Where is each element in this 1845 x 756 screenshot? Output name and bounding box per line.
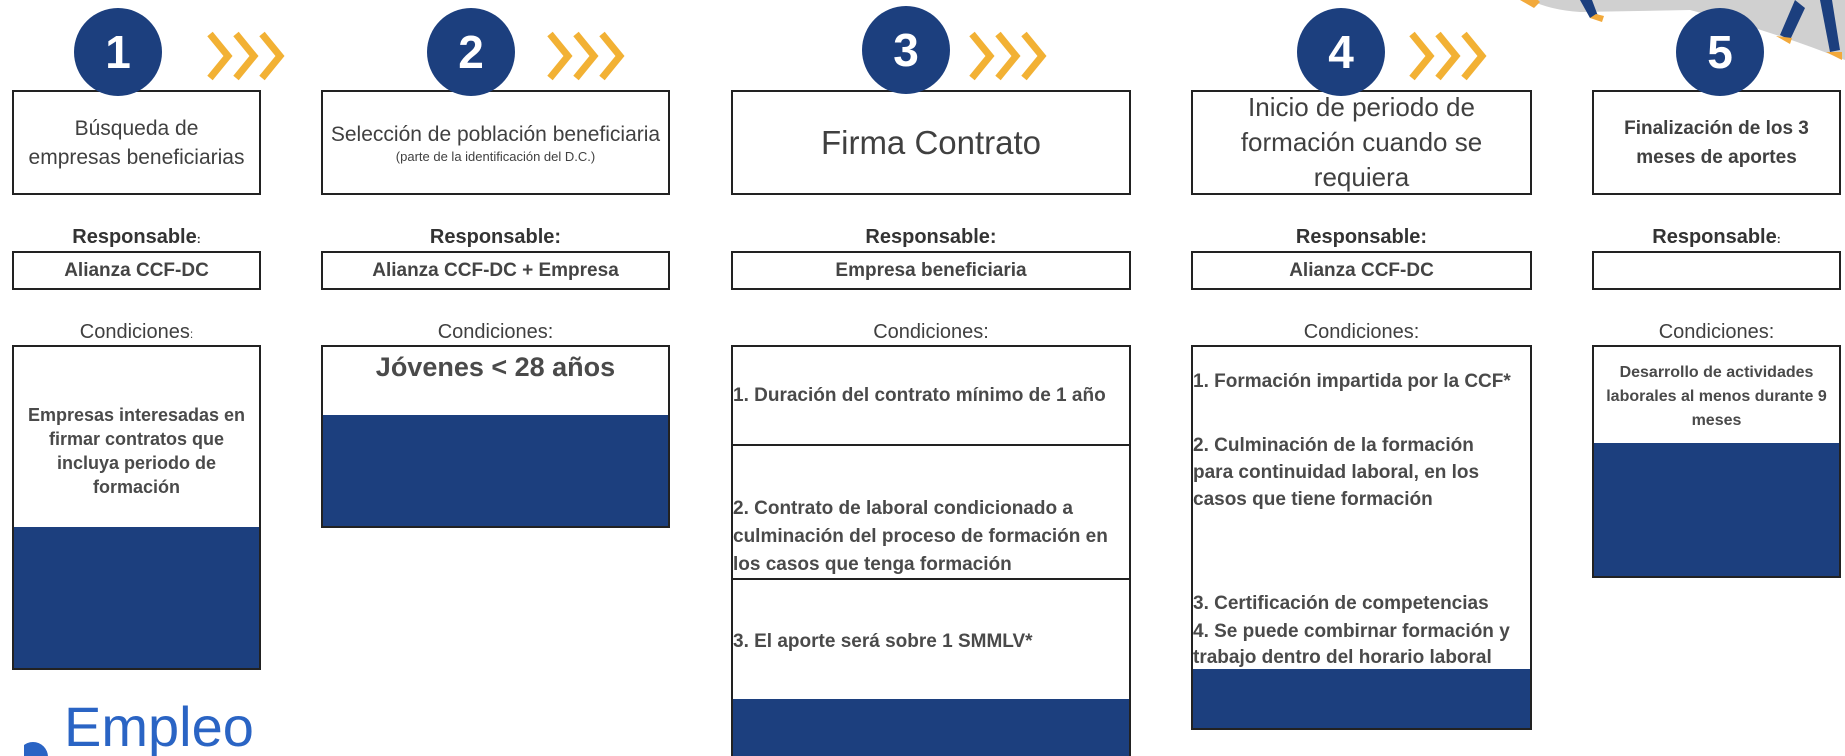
responsable-label: Responsable: xyxy=(1652,226,1781,248)
step-title: Selección de población beneficiaria xyxy=(330,122,661,146)
responsable-value: Alianza CCF-DC xyxy=(1191,251,1532,290)
condition-text: Desarrollo de actividades laborales al m… xyxy=(1606,364,1827,429)
responsable-label: Responsable: xyxy=(429,226,562,248)
step-title-box: Firma Contrato xyxy=(731,90,1131,195)
step-number-badge: 4 xyxy=(1297,8,1385,96)
condiciones-label: Condiciones: xyxy=(79,321,194,343)
step-number-badge: 3 xyxy=(862,6,950,94)
divider xyxy=(733,578,1129,580)
filled-bar xyxy=(733,699,1129,756)
responsable-value xyxy=(1592,251,1841,290)
step-title-box: Búsqueda de empresas beneficiarias xyxy=(12,90,261,195)
chevron-arrows-icon xyxy=(1409,31,1487,81)
step-title-box: Inicio de periodo de formación cuando se… xyxy=(1191,90,1532,195)
condition-item: 1. Duración del contrato mínimo de 1 año xyxy=(733,385,1106,406)
responsable-value: Empresa beneficiaria xyxy=(731,251,1131,290)
empleo-logo: Empleo xyxy=(24,694,304,756)
step-number-badge: 1 xyxy=(74,8,162,96)
conditions-box: Jóvenes < 28 años xyxy=(321,345,670,528)
filled-bar xyxy=(1193,669,1530,728)
conditions-box: 1. Duración del contrato mínimo de 1 año… xyxy=(731,345,1131,756)
condition-item: 4. Se puede combirnar formación y trabaj… xyxy=(1193,621,1510,668)
divider xyxy=(733,444,1129,446)
condiciones-label: Condiciones: xyxy=(437,321,554,343)
conditions-box: 1. Formación impartida por la CCF* 2. Cu… xyxy=(1191,345,1532,730)
step-title: Búsqueda de empresas beneficiarias xyxy=(28,116,245,169)
chevron-arrows-icon xyxy=(547,31,625,81)
responsable-label: Responsable: xyxy=(865,226,997,248)
chevron-arrows-icon xyxy=(207,31,285,81)
condiciones-label: Condiciones: xyxy=(873,321,989,343)
step-title-box: Selección de población beneficiaria (par… xyxy=(321,90,670,195)
filled-bar xyxy=(1594,443,1839,576)
step-title-box: Finalización de los 3 meses de aportes xyxy=(1592,90,1841,195)
logo-circle xyxy=(24,742,48,756)
chevron-arrows-icon xyxy=(969,31,1047,81)
responsable-label: Responsable: xyxy=(72,226,201,248)
responsable-value: Alianza CCF-DC + Empresa xyxy=(321,251,670,290)
condition-item: 2. Culminación de la formación para cont… xyxy=(1193,435,1480,510)
people-illustration xyxy=(1520,0,1845,60)
filled-bar xyxy=(14,527,259,668)
condition-text: Empresas interesadas en firmar contratos… xyxy=(27,405,246,497)
step-number-badge: 5 xyxy=(1676,8,1764,96)
responsable-label: Responsable: xyxy=(1295,226,1428,248)
condition-item: 1. Formación impartida por la CCF* xyxy=(1193,371,1511,392)
condition-text: Jóvenes < 28 años xyxy=(375,352,616,382)
condition-item: 3. Certificación de competencias xyxy=(1193,593,1489,614)
step-title: Finalización de los 3 meses de aportes xyxy=(1624,117,1809,168)
condition-item: 3. El aporte será sobre 1 SMMLV* xyxy=(733,631,1033,652)
condiciones-label: Condiciones: xyxy=(1303,321,1420,343)
logo-text: Empleo xyxy=(64,695,254,756)
condiciones-label: Condiciones: xyxy=(1658,321,1775,343)
step-title: Inicio de periodo de formación cuando se… xyxy=(1240,92,1483,192)
step-number-badge: 2 xyxy=(427,8,515,96)
step-subtitle: (parte de la identificación del D.C.) xyxy=(395,148,596,164)
conditions-box: Empresas interesadas en firmar contratos… xyxy=(12,345,261,670)
conditions-box: Desarrollo de actividades laborales al m… xyxy=(1592,345,1841,578)
filled-bar xyxy=(323,415,668,526)
step-title: Firma Contrato xyxy=(820,123,1042,161)
responsable-value: Alianza CCF-DC xyxy=(12,251,261,290)
condition-item: 2. Contrato de laboral condicionado a cu… xyxy=(733,498,1108,575)
